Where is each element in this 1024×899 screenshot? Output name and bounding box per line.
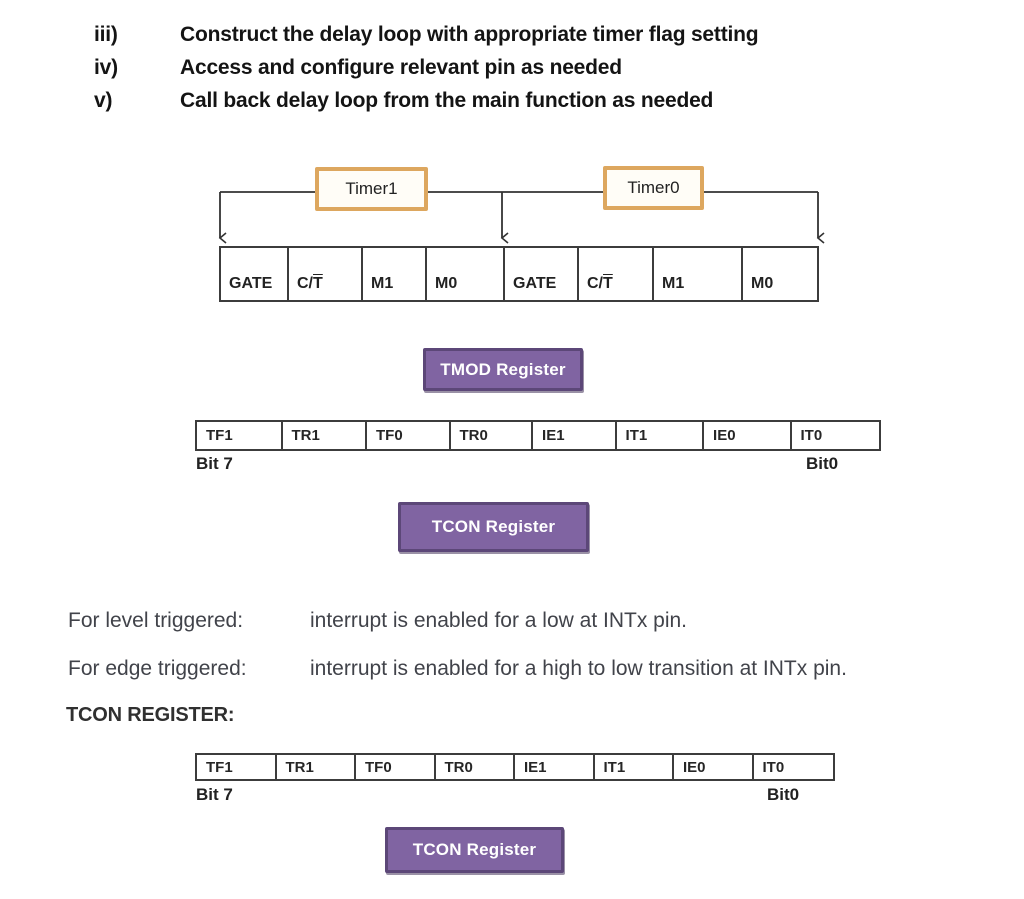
bit-cell: TF0 xyxy=(356,755,436,779)
tcon-bit-table-2: TF1 TR1 TF0 TR0 IE1 IT1 IE0 IT0 xyxy=(195,753,835,781)
edge-trigger-text: interrupt is enabled for a high to low t… xyxy=(310,657,847,680)
bit-cell: IT0 xyxy=(800,427,823,444)
step-text: Construct the delay loop with appropriat… xyxy=(180,22,759,46)
tcon-register-heading: TCON REGISTER: xyxy=(66,704,235,726)
bit7-label: Bit 7 xyxy=(196,454,233,473)
step-marker: v) xyxy=(94,88,113,112)
bit0-label: Bit0 xyxy=(767,785,800,804)
step-text: Access and configure relevant pin as nee… xyxy=(180,55,622,79)
list-item: iv) Access and configure relevant pin as… xyxy=(94,51,934,84)
bit-cell: IE0 xyxy=(674,755,754,779)
edge-trigger-line: For edge triggered: interrupt is enabled… xyxy=(0,657,1024,685)
bit-cell: GATE xyxy=(505,248,579,300)
bit-cell: M0 xyxy=(751,275,774,292)
tcon-register-label: TCON Register xyxy=(431,517,556,536)
bit-cell: GATE xyxy=(221,248,289,300)
level-trigger-text: interrupt is enabled for a low at INTx p… xyxy=(310,609,688,632)
bit-cell: M1 xyxy=(654,248,743,300)
bit-cell: TF0 xyxy=(367,422,451,449)
bit-cell: TF1 xyxy=(197,755,277,779)
tmod-bit-table: GATE C/T M1 M0 GATE C/T M1 M0 xyxy=(219,246,819,302)
bit-cell: TR1 xyxy=(283,422,367,449)
tcon-register-label: TCON Register xyxy=(412,840,537,859)
bit0-label: Bit0 xyxy=(806,454,839,473)
level-trigger-label: For level triggered: xyxy=(68,609,244,632)
connector-lines xyxy=(218,191,825,244)
list-item: v) Call back delay loop from the main fu… xyxy=(94,84,934,117)
level-trigger-line: For level triggered: interrupt is enable… xyxy=(0,609,1024,637)
timer1-label: Timer1 xyxy=(345,179,398,198)
bit-cell: IT1 xyxy=(595,755,674,779)
tcon-register-badge-1: TCON Register xyxy=(398,502,589,552)
list-item: iii) Construct the delay loop with appro… xyxy=(94,18,934,51)
bit-cell: IT1 xyxy=(617,422,705,449)
bit-cell: TR0 xyxy=(436,755,515,779)
tmod-register-label: TMOD Register xyxy=(440,359,566,379)
bit-cell: M0 xyxy=(427,248,505,300)
step-text: Call back delay loop from the main funct… xyxy=(180,88,714,112)
edge-trigger-label: For edge triggered: xyxy=(68,657,247,680)
bit-cell: IE1 xyxy=(533,422,617,449)
bit-cell: C/T xyxy=(579,248,654,300)
bit-cell: TF1 xyxy=(197,422,283,449)
step-marker: iv) xyxy=(94,55,118,79)
timer0-label: Timer0 xyxy=(627,178,680,197)
timer0-box: Timer0 xyxy=(603,166,704,210)
step-marker: iii) xyxy=(94,22,118,46)
bit-cell: TR0 xyxy=(451,422,534,449)
bit-cell: M1 xyxy=(363,248,427,300)
steps-list: iii) Construct the delay loop with appro… xyxy=(94,18,934,117)
tmod-register-badge: TMOD Register xyxy=(423,348,583,391)
bit7-label: Bit 7 xyxy=(196,785,233,804)
timer1-box: Timer1 xyxy=(315,167,428,211)
tcon-bit-table-1: TF1 TR1 TF0 TR0 IE1 IT1 IE0 IT0 xyxy=(195,420,881,451)
bit-cell: TR1 xyxy=(277,755,356,779)
bit-cell: IE0 xyxy=(704,422,792,449)
tcon-register-badge-2: TCON Register xyxy=(385,827,564,873)
bit-cell: C/T xyxy=(289,248,363,300)
bit-cell: IT0 xyxy=(762,758,785,776)
bit-cell: IE1 xyxy=(515,755,595,779)
